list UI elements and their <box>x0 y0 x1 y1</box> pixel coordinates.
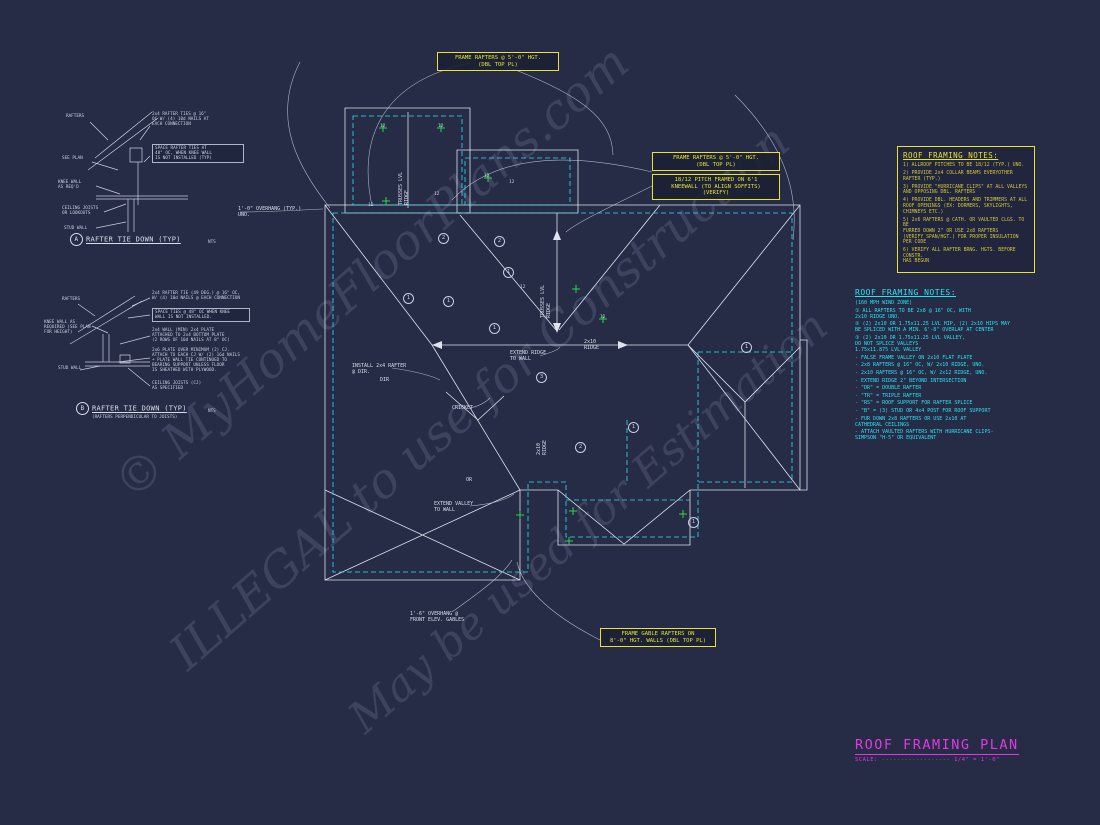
pitch-marker: 12 <box>520 285 526 290</box>
note-item: - 2x8 RAFTERS @ 16" OC, W/ 2x10 RIDGE, U… <box>855 362 985 369</box>
pitch-marker: 12 <box>438 124 444 129</box>
note-item: ③ (2) 2x10 OR 1.75x11.25 LVL VALLEY, DO … <box>855 334 965 354</box>
roof-framing-notes-box: ROOF FRAMING NOTES: 1) ALLROOF PITCHES T… <box>897 146 1035 273</box>
roof-framing-notes-cyan-title: ROOF FRAMING NOTES: <box>855 288 957 297</box>
roof-framing-notes-cyan: ROOF FRAMING NOTES: (160 MPH WIND ZONE)①… <box>855 288 1027 443</box>
note-item: 6) VERIFY ALL RAFTER BRNG. HGTS. BEFORE … <box>903 248 1016 265</box>
note-item: ② (2) 2x10 OR 1.75x11.25 LVL HIP, (2) 2x… <box>855 321 1010 334</box>
detail-b-note2: SPACE TIES @ 48" OC WHEN KNEE WALL IS NO… <box>152 308 250 323</box>
plan-label: OR <box>466 477 473 483</box>
detail-b-knee-wall-label: KNEE WALL AS REQUIRED (SEE PLAN FOR HEIG… <box>44 320 91 336</box>
detail-b-note1: 2x4 RAFTER TIE (49 DEG.) @ 16" OC, W/ (4… <box>152 291 240 302</box>
note-item: - "RS" = ROOF SUPPORT FOR RAFTER SPLICE <box>855 400 973 407</box>
plan-label: EXTEND RIDGE TO WALL <box>510 350 547 362</box>
detail-a-ceiling-label: CEILING JOISTS OR LOOKOUTS <box>62 206 99 217</box>
green-markers <box>379 124 687 545</box>
circled-number-marker: 1 <box>403 293 414 304</box>
detail-a-tag: A <box>70 233 83 246</box>
circled-number-marker: 1 <box>741 342 752 353</box>
plan-label: INSTALL 2x4 RAFTER @ DIR. <box>352 363 407 375</box>
pitch-marker: 12 <box>368 203 374 208</box>
note-item: - "DR" = DOUBLE RAFTER <box>855 385 922 392</box>
sheet-scale: SCALE: ------------------ 1/4" = 1'-0" <box>855 757 1000 763</box>
plan-label: 1'-6" OVERHANG @ FRONT ELEV. GABLES <box>410 611 465 623</box>
detail-a-nts-label: NTS <box>208 240 216 245</box>
detail-a-rafters-label: RAFTERS <box>66 114 85 119</box>
detail-b-note4: 2x6 PLATE OVER MINIMUM (2) CJ. ATTACH TO… <box>152 348 240 374</box>
circled-number-marker: 1 <box>628 422 639 433</box>
note-item: 3) PROVIDE "HURRICANE CLIPS" AT ALL VALL… <box>903 184 1028 196</box>
circled-number-marker: 3 <box>536 372 547 383</box>
detail-b-nts-label: NTS <box>208 409 216 414</box>
detail-b-cj-label: CEILING JOISTS (CJ) AS SPECIFIED <box>152 381 202 392</box>
plan-label: TRUSSES LVL RIDGE <box>398 171 410 205</box>
pitch-marker: 12 <box>434 192 440 197</box>
plan-label: 1'-0" OVERHANG (TYP.) UNO. <box>238 206 302 218</box>
ridge-arrows <box>432 230 628 349</box>
pitch-marker: 12 <box>509 180 515 185</box>
detail-b-sketch <box>69 295 151 387</box>
note-item: (160 MPH WIND ZONE) <box>855 300 913 306</box>
detail-a-note1: 2x4 RAFTER TIES @ 16" OC W/ (4) 10d NAIL… <box>152 112 209 128</box>
detail-b-note3: 2x4 WALL (MIN) 2x4 PLATE ATTACHED TO 2x4… <box>152 328 230 344</box>
detail-b-subtitle: (RAFTERS PERPENDICULAR TO JOISTS) <box>92 415 178 420</box>
callout-frame-rafters-top: FRAME RAFTERS @ 5'-0" HGT. (DBL TOP PL) <box>437 52 559 71</box>
note-item: - ATTACH VAULTED RAFTERS WITH HURRICANE … <box>855 429 994 442</box>
plan-label: CRICKET <box>452 405 474 411</box>
note-item: - 2x10 RAFTERS @ 16" OC, W/ 2x12 RIDGE, … <box>855 369 988 376</box>
roof-framing-notes-title: ROOF FRAMING NOTES: <box>903 151 999 160</box>
plan-label: TRUSSES LVL RIDGE <box>540 284 552 318</box>
callout-frame-gable: FRAME GABLE RAFTERS ON 8'-0" HGT. WALLS … <box>600 628 716 647</box>
circled-number-marker: 1 <box>688 517 699 528</box>
plan-label: DIR <box>380 377 390 383</box>
pitch-marker: 12 <box>600 315 606 320</box>
detail-a-knee-wall-label: KNEE WALL AS REQ'D <box>58 180 82 191</box>
detail-b-rafters-label: RAFTERS <box>62 297 81 302</box>
detail-a-stud-label: STUD WALL <box>64 226 88 231</box>
circled-number-marker: 1 <box>443 296 454 307</box>
detail-a-sketch <box>87 111 188 232</box>
detail-b-title-text: RAFTER TIE DOWN (TYP) <box>92 404 187 413</box>
note-item: 2) PROVIDE 2x4 COLLAR BEAMS EVERYOTHER R… <box>903 171 1013 182</box>
pitch-marker: 12 <box>380 124 386 129</box>
note-item: - "TR" = TRIPLE RAFTER <box>855 392 922 399</box>
title-block: ROOF FRAMING PLAN SCALE: ---------------… <box>855 737 1019 763</box>
callout-frame-rafters-mid: FRAME RAFTERS @ 5'-0" HGT. (DBL TOP PL) <box>652 152 780 171</box>
plan-label: 2x10 RIDGE <box>536 439 548 455</box>
detail-a-see-plan-label: SEE PLAN <box>62 156 83 161</box>
roof-framing-notes-cyan-items: (160 MPH WIND ZONE)① ALL RAFTERS TO BE 2… <box>855 300 1027 441</box>
plan-label: EXTEND VALLEY TO WALL <box>434 501 474 513</box>
detail-b-tag: B <box>76 402 89 415</box>
note-item: 5) 2x6 RAFTERS @ CATH. OR VAULTED CLGS. … <box>903 217 1025 246</box>
note-item: ① ALL RAFTERS TO BE 2x8 @ 16" OC, WITH 2… <box>855 307 971 320</box>
note-item: 1) ALLROOF PITCHES TO BE 18/12 (TYP.) UN… <box>903 163 1025 168</box>
roof-framing-notes-items: 1) ALLROOF PITCHES TO BE 18/12 (TYP.) UN… <box>903 163 1029 265</box>
pitch-marker: 12 <box>484 174 490 179</box>
wall-lines-dashed <box>332 115 793 573</box>
callout-pitch-kneewall: 18/12 PITCH FRAMED ON 6'1 KNEEWALL (TO A… <box>652 174 780 200</box>
note-item: - FUR DOWN 2x8 RAFTERS OR USE 2x10 AT CA… <box>855 415 967 428</box>
circled-number-marker: 2 <box>575 442 586 453</box>
note-item: - FALSE FRAME VALLEY ON 2x10 FLAT PLATE <box>855 354 973 361</box>
note-item: 4) PROVIDE DBL. HEADERS AND TRIMMERS AT … <box>903 198 1028 215</box>
plan-label: 2x10 RIDGE <box>584 339 600 351</box>
detail-b-stud-label: STUD WALL <box>58 366 82 371</box>
detail-a-title-text: RAFTER TIE DOWN (TYP) <box>86 235 181 244</box>
note-item: - "B" = (3) STUD OR 4x4 POST FOR ROOF SU… <box>855 407 991 414</box>
detail-a-note2: SPACE RAFTER TIES AT 48" OC, WHEN KNEE W… <box>152 144 244 164</box>
circled-number-marker: 1 <box>503 267 514 278</box>
circled-number-marker: 2 <box>438 233 449 244</box>
circled-number-marker: 2 <box>494 236 505 247</box>
sheet-title: ROOF FRAMING PLAN <box>855 737 1019 755</box>
leader-lines <box>239 61 795 641</box>
note-item: - EXTEND RIDGE 2" BEYOND INTERSECTION <box>855 377 967 384</box>
circled-number-marker: 1 <box>489 323 500 334</box>
